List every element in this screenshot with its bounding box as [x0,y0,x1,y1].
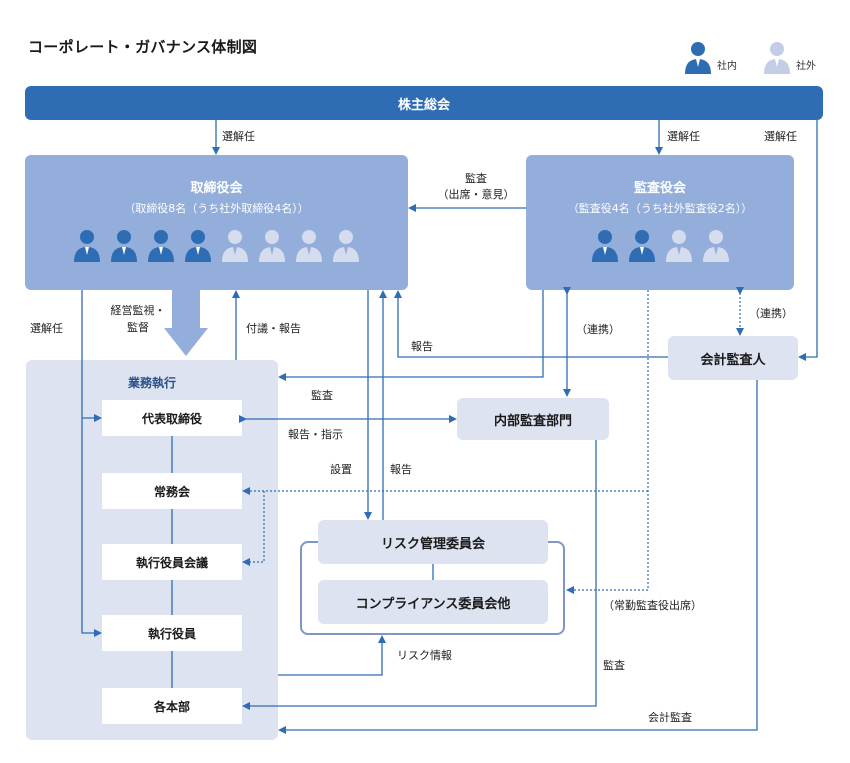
person-inside-icon [72,228,102,266]
label-report-instruct: 報告・指示 [288,428,343,441]
label-appoint-board: 選解任 [222,130,255,143]
representative-director: 代表取締役 [102,400,242,436]
legend-inside-label: 社内 [717,60,737,72]
person-outside-icon [294,228,324,266]
audit-board-name: 監査役会 [633,181,686,196]
board-members [25,228,408,266]
risk-management-committee: リスク管理委員会 [318,520,548,564]
executive-committee: 常務会 [102,473,242,509]
person-outside-icon [701,228,731,266]
business-execution-title: 業務執行 [127,376,176,390]
audit-board-sub: （監査役4名（うち社外監査役2名）） [567,202,753,215]
label-appoint-accounting: 選解任 [764,130,797,143]
label-attend-opinion: （出席・意見） [437,188,515,201]
audit-board-members [526,228,794,266]
person-outside-icon [762,40,792,74]
label-establish: 設置 [330,463,352,476]
compliance-committee: コンプライアンス委員会他 [318,580,548,624]
label-report-risk: 報告 [390,463,412,476]
label-audit-internal: 監査 [603,659,625,672]
label-audit: 監査 [465,172,487,185]
accounting-auditor: 会計監査人 [668,336,798,380]
executive-officers: 執行役員 [102,615,242,651]
label-appoint-left: 選解任 [30,322,63,335]
executive-officers-meeting: 執行役員会議 [102,544,242,580]
audit-board: 監査役会 （監査役4名（うち社外監査役2名）） [526,155,794,290]
legend-inside: 社内 [683,40,737,74]
board-sub: （取締役8名（うち社外取締役4名）） [124,202,309,215]
person-inside-icon [146,228,176,266]
page-title: コーポレート・ガバナンス体制図 [28,38,258,56]
supervise-arrow [164,290,208,356]
label-appoint-audit: 選解任 [667,130,700,143]
label-risk-info: リスク情報 [397,649,452,662]
person-outside-icon [257,228,287,266]
label-coop-internal: （連携） [576,323,620,336]
person-inside-icon [183,228,213,266]
board-name: 取締役会 [190,181,243,196]
legend-outside-label: 社外 [796,60,816,72]
legend-outside: 社外 [762,40,816,74]
board-of-directors: 取締役会 （取締役8名（うち社外取締役4名）） [25,155,408,290]
internal-audit-department: 内部監査部門 [457,398,609,440]
person-inside-icon [683,40,713,74]
shareholders-meeting: 株主総会 [25,86,823,120]
label-report-board: 報告 [411,340,433,353]
label-refer-report: 付議・報告 [246,322,301,335]
person-inside-icon [590,228,620,266]
label-audit-execution: 監査 [311,389,333,402]
label-supervise: 経営監視・ 監督 [110,304,166,334]
person-inside-icon [627,228,657,266]
label-accounting-audit: 会計監査 [648,711,692,724]
person-outside-icon [664,228,694,266]
person-outside-icon [220,228,250,266]
label-audit-attend: 監査 （出席・意見） [430,170,522,202]
label-coop-accounting: （連携） [749,307,793,320]
person-inside-icon [109,228,139,266]
person-outside-icon [331,228,361,266]
label-standing-auditor: （常勤監査役出席） [603,599,702,612]
headquarters-divisions: 各本部 [102,688,242,724]
